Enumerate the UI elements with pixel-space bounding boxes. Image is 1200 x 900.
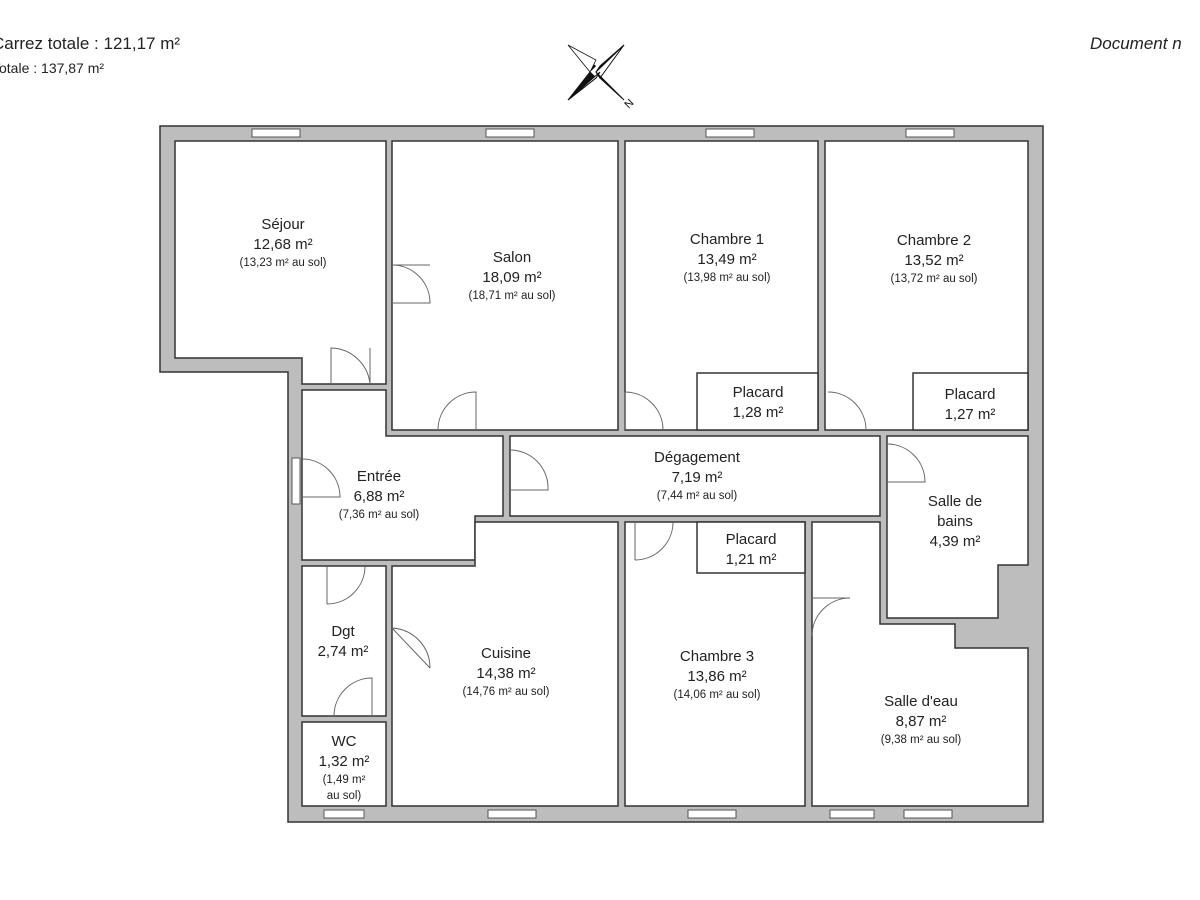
room-degagement	[509, 435, 881, 517]
room-salon	[391, 140, 619, 431]
room-salle-deau	[811, 521, 1029, 807]
svg-text:6,88 m²: 6,88 m²	[354, 488, 405, 505]
svg-text:(14,76 m² au sol): (14,76 m² au sol)	[463, 686, 550, 698]
room-sejour	[174, 140, 387, 385]
svg-text:(9,38 m² au sol): (9,38 m² au sol)	[881, 734, 962, 746]
room-placard-2	[912, 372, 1029, 431]
room-cuisine	[391, 521, 619, 807]
svg-text:Salle de: Salle de	[928, 493, 982, 510]
svg-text:Dégagement: Dégagement	[654, 449, 741, 466]
svg-text:(7,44 m² au sol): (7,44 m² au sol)	[657, 490, 738, 502]
svg-text:(13,98 m² au sol): (13,98 m² au sol)	[684, 272, 771, 284]
svg-text:12,68 m²: 12,68 m²	[253, 236, 312, 253]
svg-text:Placard: Placard	[945, 386, 996, 403]
room-labels: Séjour 12,68 m² (13,23 m² au sol) Salon …	[240, 216, 996, 802]
svg-text:1,28 m²: 1,28 m²	[733, 404, 784, 421]
compass-icon: N	[567, 44, 636, 111]
carrez-total: Carrez totale : 121,17 m²	[0, 34, 181, 53]
svg-text:Salon: Salon	[493, 249, 531, 266]
compass-north-label: N	[622, 97, 636, 111]
document-label: Document n	[1090, 34, 1182, 53]
svg-text:Cuisine: Cuisine	[481, 645, 531, 662]
svg-text:18,09 m²: 18,09 m²	[482, 269, 541, 286]
svg-text:8,87 m²: 8,87 m²	[896, 713, 947, 730]
svg-text:au sol): au sol)	[327, 790, 362, 802]
svg-text:Chambre 1: Chambre 1	[690, 231, 764, 248]
svg-text:1,21 m²: 1,21 m²	[726, 551, 777, 568]
svg-text:1,32 m²: 1,32 m²	[319, 753, 370, 770]
svg-text:(7,36 m² au sol): (7,36 m² au sol)	[339, 509, 420, 521]
svg-text:(18,71 m² au sol): (18,71 m² au sol)	[469, 290, 556, 302]
svg-text:WC: WC	[332, 733, 357, 750]
rooms	[174, 140, 1029, 807]
doors	[301, 264, 926, 717]
room-placard-3	[696, 521, 806, 574]
windows	[251, 128, 955, 819]
svg-text:2,74 m²: 2,74 m²	[318, 643, 369, 660]
svg-text:bains: bains	[937, 513, 973, 530]
svg-text:Placard: Placard	[733, 384, 784, 401]
svg-text:13,49 m²: 13,49 m²	[697, 251, 756, 268]
svg-text:Chambre 3: Chambre 3	[680, 648, 754, 665]
svg-text:1,27 m²: 1,27 m²	[945, 406, 996, 423]
room-dgt	[301, 565, 387, 717]
svg-text:(13,72 m² au sol): (13,72 m² au sol)	[891, 273, 978, 285]
room-placard-1	[696, 372, 819, 431]
svg-text:Salle d'eau: Salle d'eau	[884, 693, 958, 710]
svg-text:Chambre 2: Chambre 2	[897, 232, 971, 249]
svg-text:(1,49 m²: (1,49 m²	[323, 774, 366, 786]
svg-text:(13,23 m² au sol): (13,23 m² au sol)	[240, 257, 327, 269]
svg-text:13,86 m²: 13,86 m²	[687, 668, 746, 685]
svg-text:Entrée: Entrée	[357, 468, 401, 485]
svg-text:13,52 m²: 13,52 m²	[904, 252, 963, 269]
svg-text:Dgt: Dgt	[331, 623, 355, 640]
svg-text:(14,06 m² au sol): (14,06 m² au sol)	[674, 689, 761, 701]
room-wc	[301, 721, 387, 807]
svg-text:14,38 m²: 14,38 m²	[476, 665, 535, 682]
total-area: Totale : 137,87 m²	[0, 60, 105, 76]
svg-text:4,39 m²: 4,39 m²	[930, 533, 981, 550]
room-entree	[301, 389, 504, 561]
svg-text:Séjour: Séjour	[261, 216, 304, 233]
svg-text:Placard: Placard	[726, 531, 777, 548]
svg-text:7,19 m²: 7,19 m²	[672, 469, 723, 486]
